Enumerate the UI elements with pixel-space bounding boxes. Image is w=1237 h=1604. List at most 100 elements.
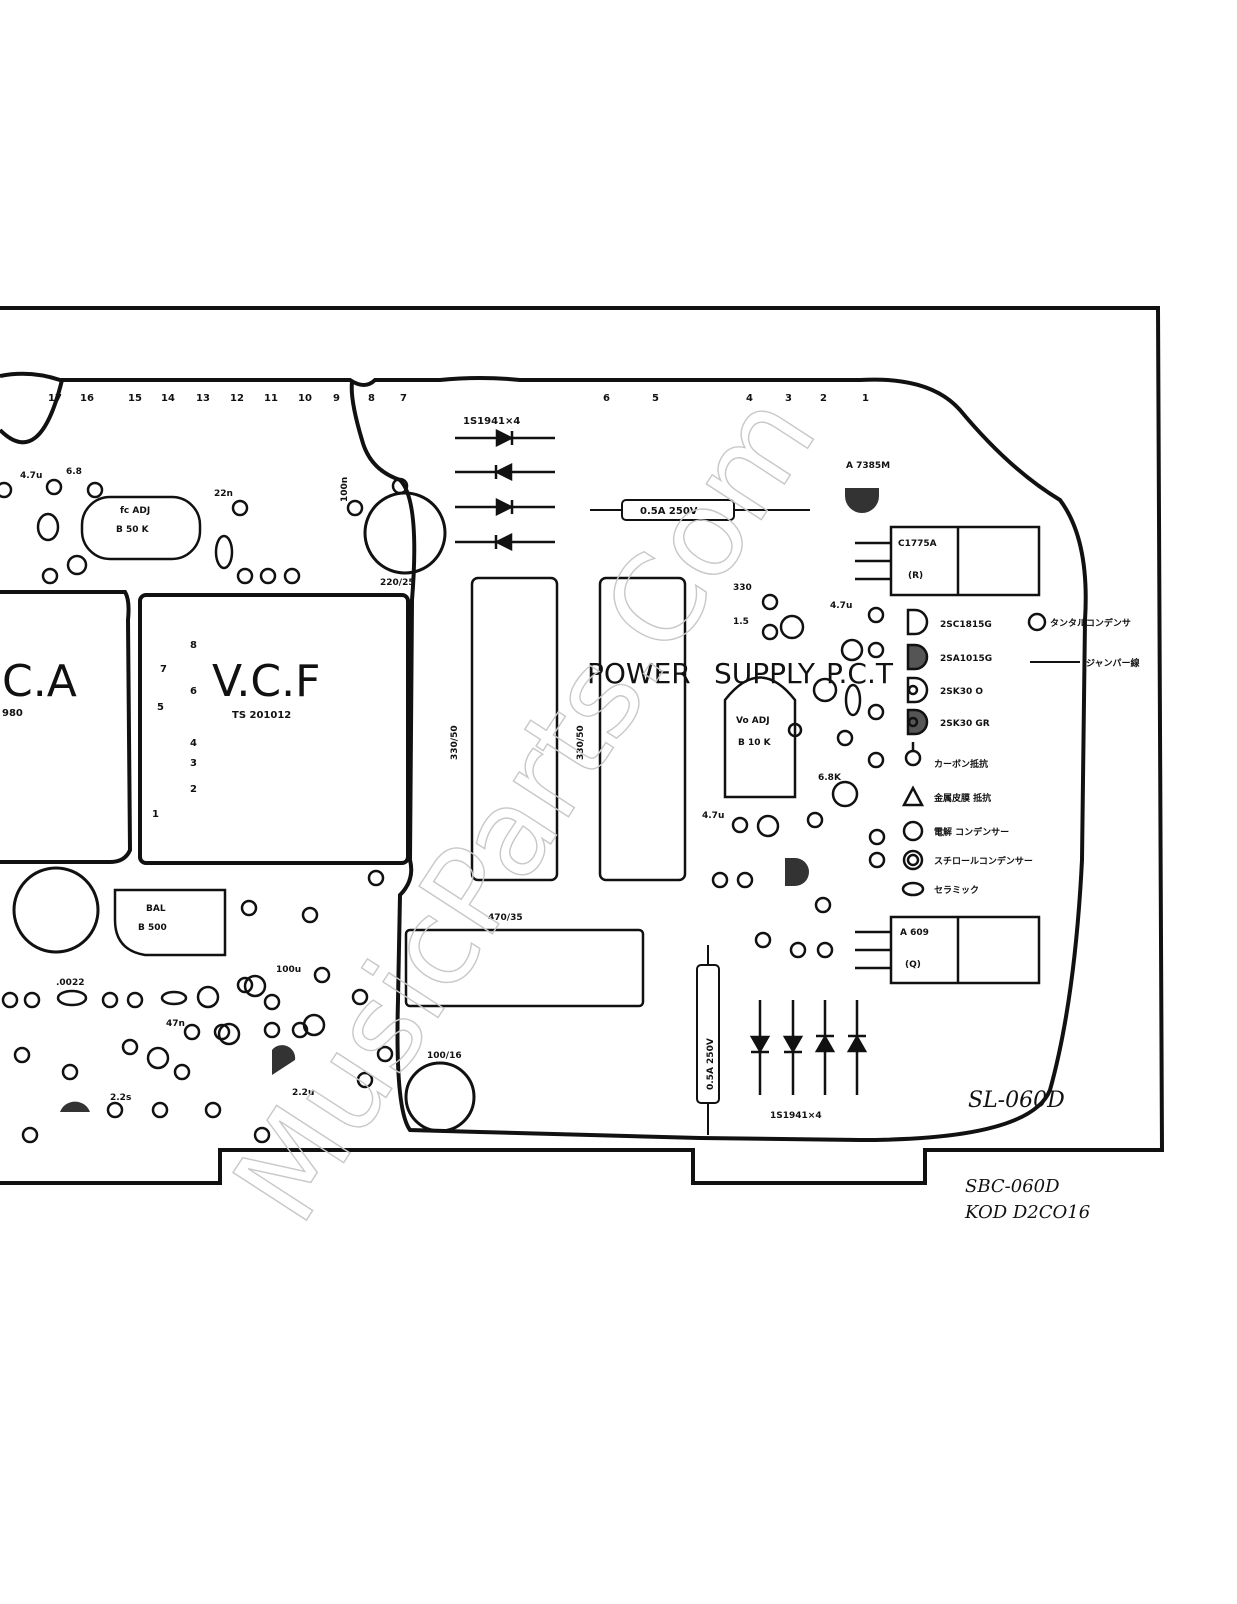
ground-trace <box>0 371 1088 1143</box>
fc-adj-label: fc ADJ <box>120 506 150 516</box>
value-label: 2.2u <box>292 1088 314 1098</box>
legend-label: カーボン抵抗 <box>934 758 988 770</box>
pin-number: 7 <box>400 393 407 404</box>
cap-330-50-b: 330/50 <box>576 725 586 760</box>
vo-adj-trimmer <box>723 676 797 799</box>
note-line-1: SBC-060D <box>965 1176 1060 1197</box>
vo-adj-value: B 10 K <box>738 738 772 748</box>
pin-number: 2 <box>820 393 827 404</box>
pin-number: 14 <box>161 393 175 404</box>
hatched-transistor <box>785 858 809 886</box>
hatched-transistor <box>60 1101 90 1112</box>
vcf-pin: 2 <box>190 784 197 795</box>
pin-number: 4 <box>746 393 753 404</box>
value-label: 4.7u <box>830 601 852 611</box>
value-label: 4.7u <box>702 811 724 821</box>
pin-number: 16 <box>80 393 94 404</box>
legend-label: セラミック <box>934 885 979 896</box>
legend-label: 2SK30 GR <box>940 719 990 729</box>
value-label: 100n <box>340 477 350 502</box>
cap-100-16 <box>404 1061 476 1133</box>
vca-label: C.A <box>2 656 77 707</box>
pin-number: 12 <box>230 393 244 404</box>
pin-number: 13 <box>196 393 210 404</box>
vcf-pin-labels: 8 7 6 5 4 3 2 1 <box>152 640 197 820</box>
symbol-legend: 2SC1815G 2SA1015G 2SK30 O 2SK30 GR カーボン抵… <box>901 608 1140 897</box>
ic-bottom-ref: (Q) <box>905 960 921 970</box>
pin-number: 15 <box>128 393 142 404</box>
value-label: 6.8K <box>818 773 842 783</box>
note-line-2: KOD D2CO16 <box>964 1202 1090 1223</box>
cap-vca-large <box>12 866 100 954</box>
pin-number-row: 17 16 15 14 13 12 11 10 9 8 7 6 5 4 3 2 … <box>48 393 869 404</box>
vcf-pin: 5 <box>157 702 164 713</box>
pin-number: 5 <box>652 393 659 404</box>
diodes-bottom-label: 1S1941×4 <box>770 1111 822 1121</box>
vca-module <box>0 590 133 864</box>
diode-bridge-top <box>455 428 555 552</box>
legend-label: ジャンパー線 <box>1086 657 1140 669</box>
legend-label: タンタルコンデンサ <box>1050 617 1131 629</box>
fuse-vertical-label: 0.5A 250V <box>706 1038 716 1090</box>
bal-label: BAL <box>146 904 166 914</box>
legend-label: スチロールコンデンサー <box>934 855 1033 867</box>
value-label: 1.5 <box>733 617 749 627</box>
supply-label: SUPPLY <box>714 657 816 690</box>
vcf-pin: 4 <box>190 738 197 749</box>
regulator-top <box>855 525 1041 597</box>
value-label: 4.7u <box>20 471 42 481</box>
diodes-top-label: 1S1941×4 <box>463 416 520 427</box>
board-id: SL-060D <box>968 1088 1065 1113</box>
bal-value: B 500 <box>138 923 167 933</box>
vca-part: 980 <box>2 708 23 719</box>
board-outline <box>0 306 1165 1185</box>
fuse-top-label: 0.5A 250V <box>640 506 698 517</box>
legend-tantalum-symbol <box>1027 612 1047 632</box>
legend-item <box>901 608 929 897</box>
vcf-module <box>138 593 410 865</box>
watermark: MusicParts.Com <box>208 371 844 1246</box>
legend-label: 2SA1015G <box>940 654 992 664</box>
bal-trimmer <box>113 888 227 957</box>
cap-470-35: 470/35 <box>488 913 523 923</box>
left-trace <box>0 379 64 445</box>
fc-adj-trimmer <box>80 495 202 561</box>
pin-number: 8 <box>368 393 375 404</box>
pin-number: 9 <box>333 393 340 404</box>
legend-label: 2SC1815G <box>940 620 992 630</box>
value-label: 47n <box>166 1019 185 1029</box>
cap-330-50-a: 330/50 <box>450 725 460 760</box>
cap-220-25-label: 220/25 <box>380 578 415 588</box>
legend-label: 2SK30 O <box>940 687 983 697</box>
zener-tag: A 7385M <box>846 461 890 471</box>
vcf-label: V.C.F <box>212 656 320 707</box>
vcf-pin: 8 <box>190 640 197 651</box>
vcf-part: TS 201012 <box>232 710 291 721</box>
vo-adj-label: Vo ADJ <box>736 716 770 726</box>
regulator-bottom <box>855 915 1041 985</box>
pin-number: 11 <box>264 393 278 404</box>
value-label: 100u <box>276 965 301 975</box>
fc-adj-value: B 50 K <box>116 525 150 535</box>
component-pads <box>0 477 886 1144</box>
vcf-pin: 3 <box>190 758 197 769</box>
ic-top-ref: (R) <box>908 571 923 581</box>
value-label: .0022 <box>56 978 84 988</box>
pin-number: 10 <box>298 393 312 404</box>
vcf-pin: 1 <box>152 809 159 820</box>
pin-number: 1 <box>862 393 869 404</box>
pin-number: 3 <box>785 393 792 404</box>
fuse-vertical: 0.5A 250V <box>696 945 720 1135</box>
ic-top-part: C1775A <box>898 539 937 549</box>
legend-label: 金属皮膜 抵抗 <box>933 792 991 804</box>
filter-capacitors <box>404 576 687 1008</box>
power-label: POWER <box>587 657 691 690</box>
value-label: 2.2s <box>110 1093 131 1103</box>
component-value-labels: 4.7u 6.8 22n 100n 330 1.5 4.7u 6.8K 4.7u… <box>20 467 852 1103</box>
legend-label: 電解 コンデンサー <box>934 826 1009 838</box>
value-label: 6.8 <box>66 467 82 477</box>
cap-100-16-label: 100/16 <box>427 1051 462 1061</box>
value-label: 22n <box>214 489 233 499</box>
